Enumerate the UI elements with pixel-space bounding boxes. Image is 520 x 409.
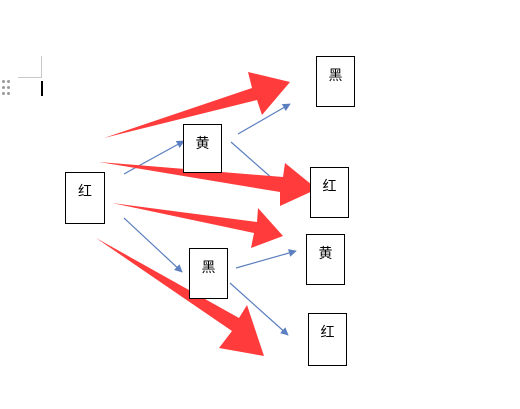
thin-arrow-root-to-mid-top <box>123 140 185 175</box>
thick-arrow-2 <box>99 162 317 206</box>
margin-corner-horizontal <box>18 77 41 78</box>
node-leaf-1: 黑 <box>316 56 355 107</box>
text-cursor-icon <box>41 81 43 96</box>
thin-arrow-mid-bottom-to-leaf-4 <box>229 282 289 336</box>
node-leaf-4: 红 <box>308 313 347 366</box>
thick-arrow-4 <box>96 238 264 356</box>
node-leaf-2-label: 红 <box>322 179 337 195</box>
thin-arrow-mid-top-to-leaf-1 <box>237 103 291 135</box>
grip-dots-icon[interactable] <box>2 80 12 96</box>
node-leaf-2: 红 <box>310 167 349 218</box>
node-mid-bottom: 黑 <box>189 248 228 299</box>
node-mid-bottom-label: 黑 <box>201 260 216 276</box>
thin-arrow-mid-bottom-to-leaf-3 <box>235 249 297 269</box>
node-mid-top: 黄 <box>183 124 222 173</box>
node-mid-top-label: 黄 <box>195 136 210 152</box>
node-leaf-4-label: 红 <box>320 325 335 341</box>
thin-arrow-root-to-mid-bottom <box>123 217 183 273</box>
node-leaf-1-label: 黑 <box>328 68 343 84</box>
thick-arrow-1 <box>104 72 290 138</box>
thick-arrow-3 <box>112 203 283 248</box>
node-leaf-3: 黄 <box>306 234 345 285</box>
node-root: 红 <box>65 172 105 224</box>
margin-corner-vertical <box>41 56 42 78</box>
node-leaf-3-label: 黄 <box>318 246 333 262</box>
node-root-label: 红 <box>78 184 92 200</box>
